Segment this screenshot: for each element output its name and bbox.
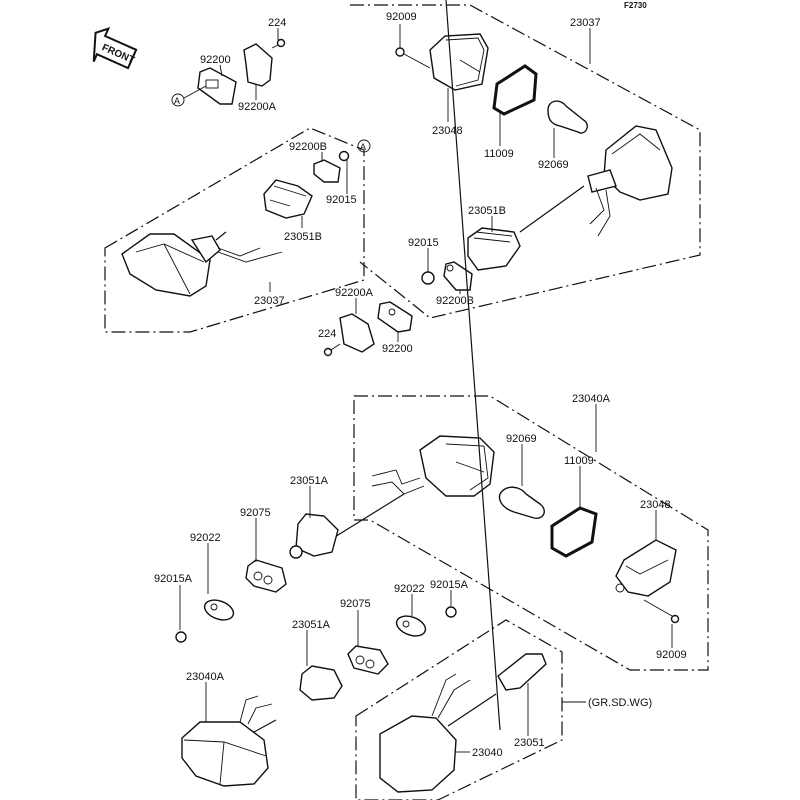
label-92069-top: 92069 [538, 159, 569, 171]
screw-92009-top [395, 47, 431, 69]
plate-92200-top [197, 67, 237, 105]
label-92075-left: 92075 [240, 507, 271, 519]
turn-signal-body-23040 [379, 0, 501, 793]
label-92200A-mid: 92200A [335, 287, 374, 299]
bulb-92069-top [547, 100, 588, 134]
label-92009-top: 92009 [386, 11, 417, 23]
label-23048-top: 23048 [432, 125, 463, 137]
label-11009-bottom: 11009 [564, 455, 594, 467]
plate-92200B-left [313, 159, 341, 183]
bulb-92069-rear [498, 486, 545, 519]
socket-23051A-upper [289, 513, 339, 559]
clamp-92200A-top [243, 43, 273, 87]
group-outline-front-left [104, 127, 365, 333]
label-23051: 23051 [514, 737, 545, 749]
label-92015-left: 92015 [326, 194, 357, 206]
label-92015A-left: 92015A [154, 573, 193, 585]
leader-lines [179, 24, 673, 753]
label-23040: 23040 [472, 747, 503, 759]
group-outline-rear-right [353, 395, 709, 671]
turn-signal-body-rear-right [329, 435, 495, 541]
screw-92009-rear [643, 599, 680, 624]
plate-92200-mid [377, 301, 413, 333]
figure-code: F2730 [624, 1, 647, 10]
label-92022-right: 92022 [394, 583, 425, 595]
gasket-11009-top [492, 64, 538, 116]
gasket-11009-rear [550, 506, 598, 558]
nut-92015-right [421, 271, 435, 285]
seal-92075-right [347, 645, 389, 675]
label-92015-right: 92015 [408, 237, 439, 249]
label-224-top: 224 [268, 17, 286, 29]
label-92200B-right: 92200B [436, 295, 474, 307]
socket-23051 [497, 653, 547, 691]
socket-23051B-right [467, 227, 521, 271]
label-92022-left: 92022 [190, 532, 221, 544]
label-92200-top: 92200 [200, 54, 231, 66]
group-outline-variant [355, 619, 563, 800]
label-23051A-upper: 23051A [290, 475, 329, 487]
group-outline-front-right [350, 4, 701, 319]
label-92069-bottom: 92069 [506, 433, 537, 445]
plate-92022-left [203, 599, 235, 621]
variant-note: (GR.SD.WG) [588, 697, 652, 709]
marker-A-left: A [171, 85, 207, 107]
screw-224-mid [323, 343, 341, 357]
socket-23051A-lower [299, 665, 343, 701]
label-23037-top: 23037 [570, 17, 601, 29]
label-23051A-lower: 23051A [292, 619, 331, 631]
label-23037-left: 23037 [254, 295, 285, 307]
plate-92022-right [395, 615, 427, 637]
clamp-92200A-mid [339, 313, 375, 353]
label-23040A-right: 23040A [572, 393, 611, 405]
marker-A-text: A [360, 142, 366, 152]
turn-signal-body-rear-left [181, 695, 277, 787]
nut-92015A-right [445, 606, 457, 618]
label-224-mid: 224 [318, 328, 336, 340]
nut-92015-left [338, 150, 350, 162]
lens-23048-rear [615, 539, 677, 597]
marker-A-text: A [174, 96, 180, 106]
label-92200B-left: 92200B [289, 141, 327, 153]
label-23048-bottom: 23048 [640, 499, 671, 511]
label-92009-bottom: 92009 [656, 649, 687, 661]
screw-224-top [271, 38, 286, 49]
marker-A-right: A [357, 139, 371, 153]
label-11009-top: 11009 [484, 148, 514, 160]
label-92200-mid: 92200 [382, 343, 413, 355]
label-92075-right: 92075 [340, 598, 371, 610]
socket-23051B-left [263, 179, 313, 219]
plate-92200B-right [443, 261, 473, 291]
turn-signal-body-top-right [519, 125, 673, 237]
lens-23048-top [429, 33, 489, 91]
label-23051B-right: 23051B [468, 205, 506, 217]
label-23051B-left: 23051B [284, 231, 322, 243]
nut-92015A-left [175, 631, 187, 643]
turn-signal-body-left [121, 231, 283, 297]
label-23040A-left: 23040A [186, 671, 225, 683]
seal-92075-left [245, 559, 287, 593]
front-arrow-icon: FRONT [92, 27, 138, 70]
label-92015A-right: 92015A [430, 579, 469, 591]
label-92200A-top: 92200A [238, 101, 277, 113]
